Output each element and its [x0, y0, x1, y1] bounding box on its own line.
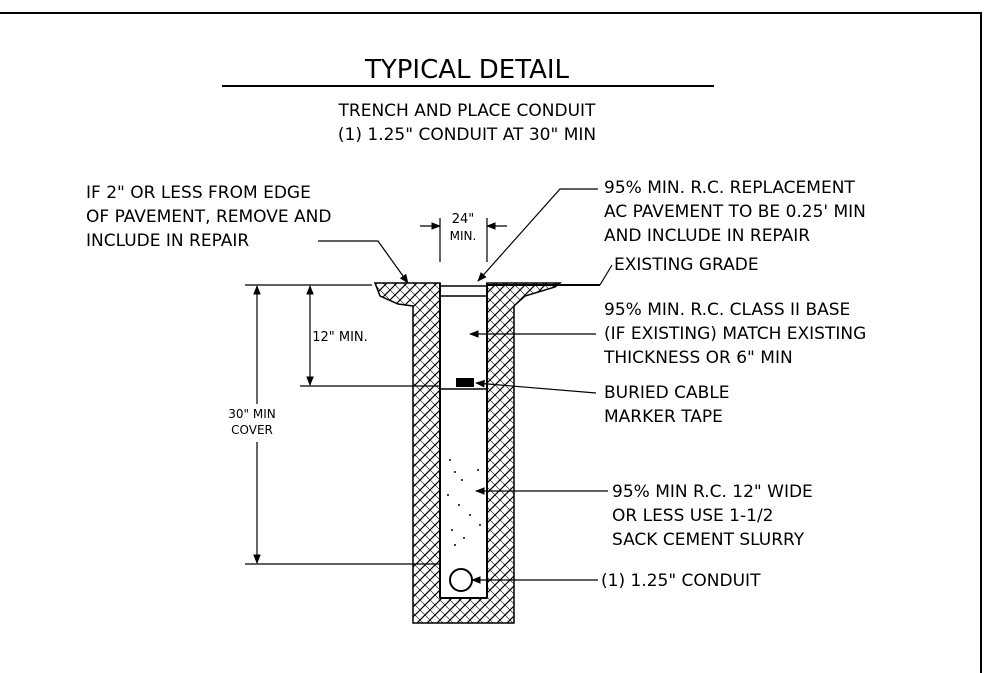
cover-label-1: 30" MIN [228, 407, 275, 421]
ac-note-1: 95% MIN. R.C. REPLACEMENT [604, 178, 855, 198]
base-note-3: THICKNESS OR 6" MIN [603, 348, 793, 368]
ac-note-2: AC PAVEMENT TO BE 0.25' MIN [604, 202, 866, 222]
marker-tape [456, 378, 474, 387]
grade-note: EXISTING GRADE [614, 255, 759, 275]
depth-12-dimension: 12" MIN. [300, 284, 440, 387]
edge-note-3: INCLUDE IN REPAIR [86, 231, 249, 251]
cover-dimension: 30" MIN COVER [222, 284, 440, 565]
ac-note-3: AND INCLUDE IN REPAIR [604, 226, 810, 246]
slurry-speckles [447, 459, 481, 546]
base-note-2: (IF EXISTING) MATCH EXISTING [604, 324, 866, 344]
edge-note-1: IF 2" OR LESS FROM EDGE [86, 183, 311, 203]
conduit-note: (1) 1.25" CONDUIT [601, 571, 761, 591]
width-label: 24" [452, 212, 475, 227]
slurry-note: 95% MIN R.C. 12" WIDE OR LESS USE 1-1/2 … [612, 482, 813, 550]
width-dimension: 24" MIN. [420, 212, 507, 262]
sheet-border [0, 12, 982, 673]
conduit [449, 568, 473, 592]
trench-soil [373, 282, 563, 624]
base-note: 95% MIN. R.C. CLASS II BASE (IF EXISTING… [603, 300, 866, 368]
tape-note: BURIED CABLE MARKER TAPE [604, 383, 730, 427]
slurry-note-2: OR LESS USE 1-1/2 [612, 506, 773, 526]
width-min-label: MIN. [450, 229, 477, 243]
ac-note: 95% MIN. R.C. REPLACEMENT AC PAVEMENT TO… [604, 178, 866, 246]
cover-label-2: COVER [231, 423, 273, 437]
slurry-note-1: 95% MIN R.C. 12" WIDE [612, 482, 813, 502]
depth-12-label: 12" MIN. [312, 330, 368, 345]
title: TYPICAL DETAIL [364, 55, 570, 85]
subtitle-2: (1) 1.25" CONDUIT AT 30" MIN [338, 125, 596, 145]
base-note-1: 95% MIN. R.C. CLASS II BASE [604, 300, 850, 320]
subtitle-1: TRENCH AND PLACE CONDUIT [338, 101, 597, 121]
slurry-note-3: SACK CEMENT SLURRY [612, 530, 805, 550]
edge-note: IF 2" OR LESS FROM EDGE OF PAVEMENT, REM… [86, 183, 331, 251]
tape-note-2: MARKER TAPE [604, 407, 723, 427]
edge-note-2: OF PAVEMENT, REMOVE AND [86, 207, 331, 227]
leaders [318, 188, 613, 584]
tape-note-1: BURIED CABLE [604, 383, 730, 403]
